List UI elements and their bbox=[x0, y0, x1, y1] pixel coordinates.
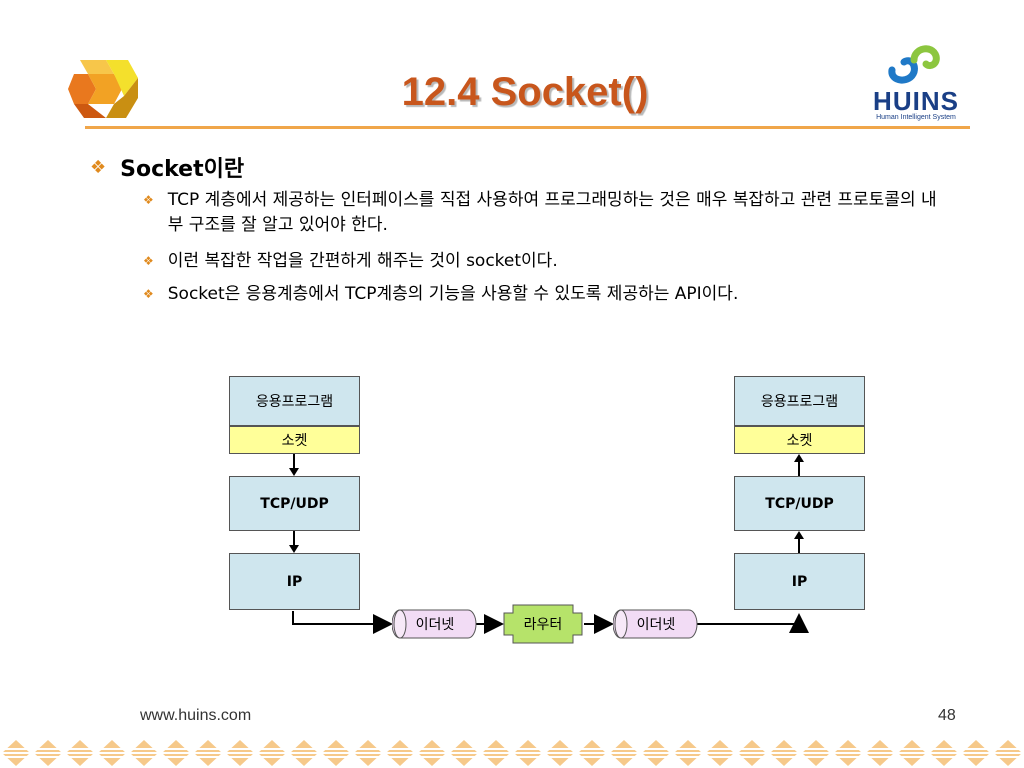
list-item: ❖ TCP 계층에서 제공하는 인터페이스를 직접 사용하여 프로그래밍하는 것… bbox=[143, 188, 938, 238]
diamond-bullet-icon: ❖ bbox=[143, 254, 154, 268]
footer-diamond-pattern bbox=[0, 738, 1024, 768]
diamond-bullet-icon: ❖ bbox=[143, 193, 154, 207]
footer-url: www.huins.com bbox=[140, 707, 252, 724]
arrow-down-icon bbox=[289, 545, 299, 553]
router-shape-icon bbox=[503, 604, 583, 644]
arrow-line bbox=[798, 537, 800, 553]
bullet-text: 이런 복잡한 작업을 간편하게 해주는 것이 socket이다. bbox=[167, 251, 558, 271]
socket-box: 소켓 bbox=[229, 426, 360, 454]
cube-logo-icon bbox=[68, 60, 138, 118]
page-title: 12.4 Socket() bbox=[401, 70, 649, 114]
app-box: 응용프로그램 bbox=[734, 376, 865, 426]
diamond-bullet-icon: ❖ bbox=[90, 156, 107, 178]
tcp-udp-box: TCP/UDP bbox=[734, 476, 865, 531]
left-protocol-stack: 응용프로그램 소켓 TCP/UDP IP bbox=[229, 376, 360, 611]
ethernet-right-cylinder: 이더넷 bbox=[613, 609, 699, 639]
arrow-down-icon bbox=[289, 468, 299, 476]
logo-wordmark: HUINS bbox=[873, 86, 959, 116]
ethernet-label: 이더넷 bbox=[415, 617, 455, 633]
list-item: ❖ Socket은 응용계층에서 TCP계층의 기능을 사용할 수 있도록 제공… bbox=[143, 282, 938, 307]
router-label: 라우터 bbox=[523, 617, 563, 633]
title-divider bbox=[85, 126, 970, 129]
page-number: 48 bbox=[938, 707, 956, 724]
logo-tagline: Human Intelligent System bbox=[876, 114, 956, 121]
ethernet-left-cylinder: 이더넷 bbox=[392, 609, 478, 639]
huins-swirl-icon bbox=[888, 45, 940, 84]
bullet-text: TCP 계층에서 제공하는 인터페이스를 직접 사용하여 프로그래밍하는 것은 … bbox=[167, 190, 937, 235]
cylinder-shape-icon bbox=[613, 609, 698, 639]
router-node: 라우터 bbox=[503, 604, 583, 644]
app-box: 응용프로그램 bbox=[229, 376, 360, 426]
diamond-bullet-icon: ❖ bbox=[143, 287, 154, 301]
arrow-line bbox=[798, 460, 800, 476]
ethernet-label: 이더넷 bbox=[636, 617, 676, 633]
arrow-up-icon bbox=[794, 531, 804, 539]
list-item: ❖ 이런 복잡한 작업을 간편하게 해주는 것이 socket이다. bbox=[143, 249, 938, 274]
cylinder-shape-icon bbox=[392, 609, 477, 639]
socket-box: 소켓 bbox=[734, 426, 865, 454]
ip-box: IP bbox=[734, 553, 865, 610]
arrow-line bbox=[293, 454, 295, 470]
arrow-line bbox=[293, 531, 295, 547]
bullet-text: Socket은 응용계층에서 TCP계층의 기능을 사용할 수 있도록 제공하는… bbox=[167, 284, 739, 304]
huins-logo: HUINS Human Intelligent System bbox=[862, 42, 970, 128]
arrow-up-icon bbox=[794, 454, 804, 462]
right-protocol-stack: 응용프로그램 소켓 TCP/UDP IP bbox=[734, 376, 865, 611]
heading-bullet: ❖ Socket이란 bbox=[90, 151, 244, 183]
ip-box: IP bbox=[229, 553, 360, 610]
tcp-udp-box: TCP/UDP bbox=[229, 476, 360, 531]
heading-text: Socket이란 bbox=[120, 157, 245, 182]
